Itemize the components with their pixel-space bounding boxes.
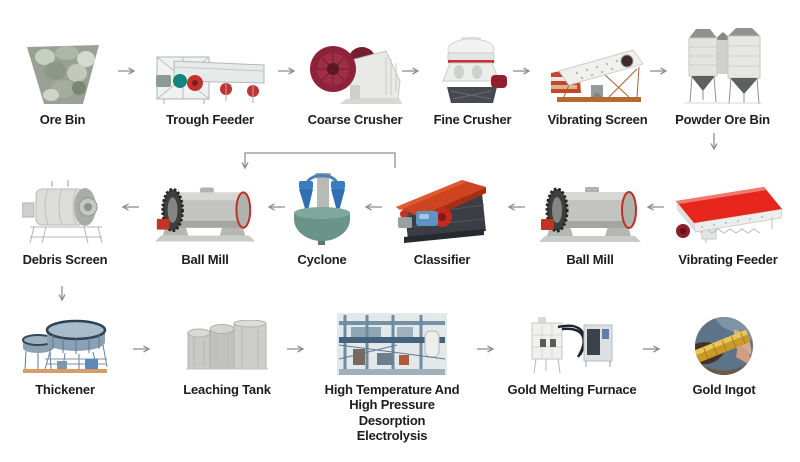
leaching-tank-icon — [184, 310, 270, 375]
node-label: Vibrating Screen — [547, 112, 648, 127]
thickener-icon — [21, 310, 109, 375]
ball-mill-icon — [533, 165, 647, 245]
debris-screen-illustration — [22, 180, 103, 244]
trough-feeder-icon — [154, 30, 266, 105]
label-line: High Pressure Desorption — [349, 397, 435, 428]
node-thickener: Thickener — [15, 310, 115, 397]
label-line: High Temperature And — [324, 382, 460, 397]
node-label: Trough Feeder — [166, 112, 254, 127]
thickener-illustration — [22, 319, 108, 373]
node-label: Cyclone — [297, 252, 347, 267]
node-vibrating-feeder: Vibrating Feeder — [668, 165, 788, 267]
node-vibrating-screen: Vibrating Screen — [540, 30, 655, 127]
coarse-crusher-illustration — [310, 46, 402, 104]
node-label: Gold Ingot — [692, 382, 756, 397]
node-label: Powder Ore Bin — [675, 112, 770, 127]
node-fine-crusher: Fine Crusher — [415, 30, 530, 127]
gold-ingot-illustration — [695, 317, 753, 375]
node-coarse-crusher: Coarse Crusher — [295, 30, 415, 127]
desorption-electrolysis-illustration — [337, 313, 447, 375]
desorption-electrolysis-icon — [337, 310, 447, 375]
node-label: Coarse Crusher — [307, 112, 403, 127]
ball-mill-illustration — [154, 187, 256, 242]
node-classifier: Classifier — [392, 165, 492, 267]
node-cyclone: Cyclone — [282, 165, 362, 267]
ore-bin-icon — [23, 30, 103, 105]
node-label: Classifier — [413, 252, 471, 267]
classifier-illustration — [396, 180, 486, 243]
coarse-crusher-icon — [306, 30, 404, 105]
fine-crusher-illustration — [441, 37, 507, 103]
ball-mill-illustration — [539, 187, 641, 242]
fine-crusher-icon — [437, 30, 509, 105]
node-label: Ball Mill — [181, 252, 229, 267]
powder-ore-bin-icon — [682, 28, 764, 105]
cyclone-icon — [291, 165, 353, 245]
node-ore-bin: Ore Bin — [15, 30, 110, 127]
label-line: Electrolysis — [356, 427, 428, 443]
vibrating-feeder-illustration — [676, 187, 783, 243]
node-label: Fine Crusher — [433, 112, 512, 127]
vibrating-screen-icon — [549, 30, 647, 105]
node-label: Debris Screen — [22, 252, 108, 267]
powder-ore-bin-illustration — [683, 28, 762, 105]
ore-bin-illustration — [26, 45, 99, 104]
node-label: Thickener — [35, 382, 95, 397]
node-powder-ore-bin: Powder Ore Bin — [665, 28, 780, 127]
node-desorption-electrolysis: High Temperature And High Pressure Desor… — [317, 310, 467, 443]
gold-melting-furnace-icon — [528, 310, 616, 375]
node-label: Ball Mill — [566, 252, 614, 267]
node-label: Vibrating Feeder — [678, 252, 778, 267]
ball-mill-icon — [149, 165, 261, 245]
node-gold-ingot: Gold Ingot — [664, 310, 784, 397]
gold-ingot-icon — [694, 310, 754, 375]
cyclone-illustration — [294, 173, 350, 245]
classifier-icon — [396, 165, 488, 245]
leaching-tank-illustration — [186, 320, 268, 370]
node-label: High Temperature And High Pressure Desor… — [317, 382, 467, 443]
node-trough-feeder: Trough Feeder — [145, 30, 275, 127]
trough-feeder-illustration — [156, 56, 265, 104]
gold-melting-furnace-illustration — [531, 317, 613, 374]
node-leaching-tank: Leaching Tank — [172, 310, 282, 397]
vibrating-feeder-icon — [672, 165, 784, 245]
vibrating-screen-illustration — [550, 49, 644, 102]
node-label: Leaching Tank — [183, 382, 271, 397]
node-label: Ore Bin — [39, 112, 86, 127]
node-gold-melting-furnace: Gold Melting Furnace — [508, 310, 637, 397]
node-label: Gold Melting Furnace — [507, 382, 637, 397]
node-debris-screen: Debris Screen — [15, 165, 115, 267]
node-ball-mill: Ball Mill — [528, 165, 652, 267]
node-ball-mill-regrind: Ball Mill — [143, 165, 267, 267]
debris-screen-icon — [22, 165, 108, 245]
